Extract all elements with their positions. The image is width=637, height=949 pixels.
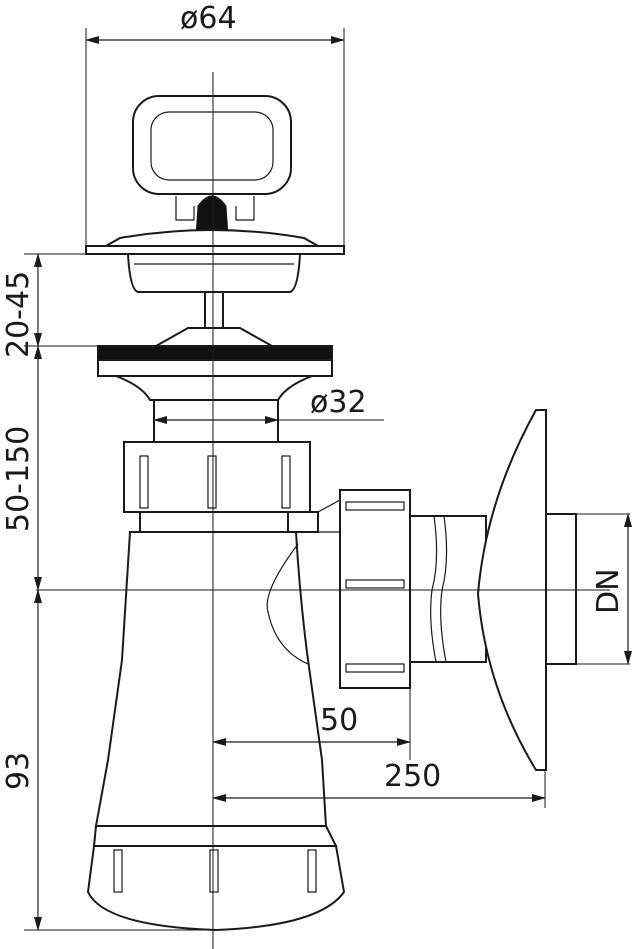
dimension-lines: [34, 36, 632, 931]
outlet-nut: [317, 489, 411, 689]
label-top-diameter: ø64: [180, 1, 237, 36]
stem: [152, 291, 276, 347]
label-height-range-top: 20-45: [1, 271, 36, 358]
label-outlet-offset: 50: [320, 703, 358, 738]
upper-nut: [123, 441, 311, 533]
siphon-body: [94, 511, 328, 827]
label-height-bottom: 93: [1, 752, 36, 790]
sink-flange: [97, 345, 333, 443]
bottom-cap: [86, 825, 346, 932]
label-outlet-size: DN: [591, 568, 626, 614]
strainer-plate: [85, 229, 345, 293]
label-height-range-mid: 50-150: [1, 426, 36, 532]
outlet-pipe: [409, 515, 487, 663]
label-outlet-length: 250: [384, 759, 441, 794]
center-lines: [24, 28, 630, 949]
label-pipe-diameter: ø32: [310, 385, 367, 420]
stopper-handle: [132, 95, 292, 237]
